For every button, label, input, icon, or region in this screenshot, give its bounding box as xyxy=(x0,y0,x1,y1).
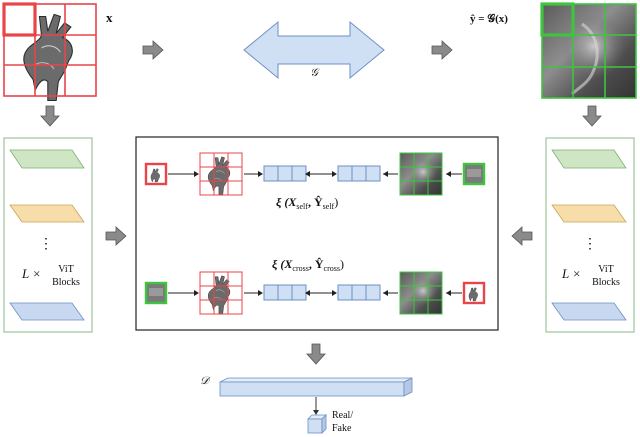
label-xi-self: ξ (Xself, Ŷself) xyxy=(276,195,338,211)
layer-blue-right xyxy=(551,302,627,321)
highlight-patch-green xyxy=(540,2,575,37)
x-image-self xyxy=(199,152,243,196)
layer-green-right xyxy=(551,149,627,169)
center-box: ξ (Xself, Ŷself) xyxy=(135,136,499,331)
layer-green-left xyxy=(9,149,85,169)
vit-panel-left: ⋮ L × ViT Blocks xyxy=(3,137,93,333)
highlight-patch-red xyxy=(2,2,37,37)
label-generator: 𝒢 xyxy=(310,67,320,79)
y-image-cross xyxy=(399,271,443,315)
vit-line2-left: Blocks xyxy=(52,277,80,288)
x-image-cross xyxy=(199,271,243,315)
label-y-hat: ŷ = 𝒢(x) xyxy=(470,13,508,25)
output-image-y xyxy=(540,2,637,99)
cross-attention-row: ξ (Xcross, Ŷcross) xyxy=(144,257,486,315)
vit-prefix-left: L × xyxy=(21,266,41,281)
dots-right: ⋮ xyxy=(583,237,597,252)
label-real: Real/ xyxy=(332,410,353,421)
token-strip-x-self xyxy=(263,165,307,182)
output-cube xyxy=(307,414,327,434)
arrow-to-output xyxy=(431,40,453,60)
query-patch-green-self xyxy=(462,162,486,186)
label-x: x xyxy=(106,10,113,25)
label-xi-cross: ξ (Xcross, Ŷcross) xyxy=(272,257,344,273)
query-patch-green-cross xyxy=(144,281,168,305)
vit-panel-right: ⋮ L × ViT Blocks xyxy=(545,137,635,333)
label-fake: Fake xyxy=(332,423,352,434)
y-image-self xyxy=(399,152,443,196)
generator-arrow: 𝒢 xyxy=(243,20,385,80)
token-strip-y-cross xyxy=(337,284,381,301)
arrow-down-left xyxy=(40,105,60,127)
arrow-left-panel-to-center xyxy=(105,226,127,246)
vit-line1-right: ViT xyxy=(598,264,614,275)
arrow-to-discriminator xyxy=(306,343,326,365)
dots-left: ⋮ xyxy=(39,237,53,252)
query-patch-red-cross xyxy=(462,281,486,305)
arrow-right-panel-to-center xyxy=(511,226,533,246)
query-patch-red-self xyxy=(144,162,168,186)
self-attention-row: ξ (Xself, Ŷself) xyxy=(144,152,486,211)
label-discriminator: 𝒟 xyxy=(200,375,211,387)
input-image-x xyxy=(2,2,97,102)
vit-line1-left: ViT xyxy=(58,264,74,275)
discriminator-bar xyxy=(219,377,413,397)
arrow-down-right xyxy=(582,105,602,127)
token-strip-y-self xyxy=(337,165,381,182)
layer-yellow-right xyxy=(551,204,627,223)
layer-blue-left xyxy=(9,302,85,321)
arrow-to-generator xyxy=(142,40,164,60)
vit-prefix-right: L × xyxy=(561,266,581,281)
token-strip-x-cross xyxy=(263,284,307,301)
layer-yellow-left xyxy=(9,204,85,223)
vit-line2-right: Blocks xyxy=(592,277,620,288)
